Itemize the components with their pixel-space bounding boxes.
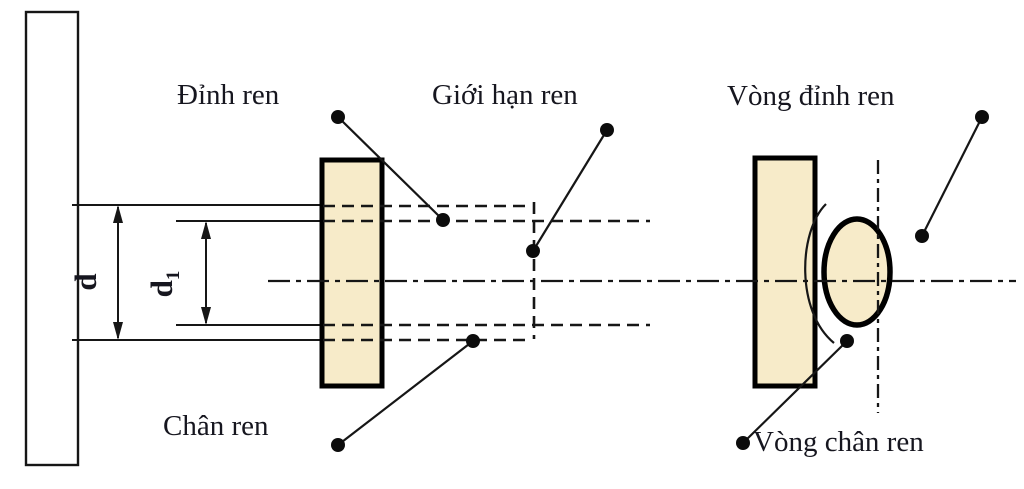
left-plate-rect (24, 10, 80, 467)
dimension-d1 (201, 221, 211, 325)
dot-limit-target (526, 244, 540, 258)
label-thread-crest-circle: Vòng đỉnh ren (727, 80, 895, 112)
dot-crest-circle-label (975, 110, 989, 124)
thread-crest-ellipse (821, 216, 893, 328)
label-thread-limit: Giới hạn ren (432, 79, 578, 111)
middle-section-rect (319, 157, 385, 389)
dimension-d1-text: d1 (144, 271, 184, 298)
dot-crest-target (436, 213, 450, 227)
dimension-d-arrow-up-icon (113, 205, 123, 223)
dimension-d-arrow-down-icon (113, 322, 123, 340)
dimension-d-text: d (68, 273, 103, 291)
dot-root-target (466, 334, 480, 348)
thread-profile-lines (72, 204, 322, 341)
leader-crest-circle (921, 116, 983, 237)
dimension-d1-subscript: 1 (163, 270, 185, 281)
label-thread-crest: Đỉnh ren (177, 79, 280, 111)
dot-root-circle-label (736, 436, 750, 450)
leader-crest (337, 116, 444, 221)
thread-root-arc (804, 203, 835, 344)
leader-limit (532, 129, 608, 252)
dimension-d1-arrow-up-icon (201, 221, 211, 239)
leader-dots (331, 110, 989, 452)
dot-crest-label (331, 110, 345, 124)
dimension-d (113, 205, 123, 340)
label-thread-root: Chân ren (163, 410, 269, 442)
center-lines (268, 160, 1016, 413)
label-thread-root-circle: Vòng chân ren (753, 426, 924, 458)
dot-crest-circle-target (915, 229, 929, 243)
hidden-thread-lines (323, 202, 650, 342)
dot-root-label (331, 438, 345, 452)
dimension-d1-arrow-down-icon (201, 307, 211, 325)
leader-root (337, 340, 474, 446)
dimension-d1-base: d (144, 280, 179, 298)
dot-limit-label (600, 123, 614, 137)
dot-root-circle-target (840, 334, 854, 348)
leader-lines (337, 116, 983, 446)
leader-root-circle (742, 340, 848, 444)
